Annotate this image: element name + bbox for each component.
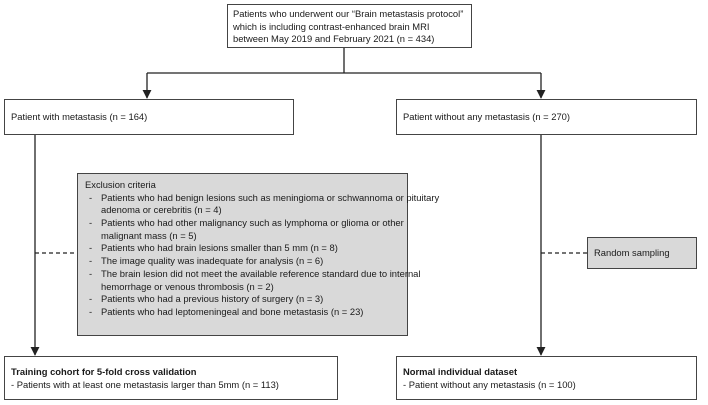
- exclusion-item-2-line-1: Patients who had other malignancy such a…: [101, 217, 404, 229]
- exclusion-item: - The image quality was inadequate for a…: [89, 255, 324, 267]
- with-metastasis-label: Patient with metastasis (n = 164): [11, 110, 148, 122]
- exclusion-item-4: The image quality was inadequate for ana…: [101, 255, 324, 267]
- exclusion-item-1-line-1: Patients who had benign lesions such as …: [101, 191, 440, 203]
- exclusion-item-7: Patients who had leptomeningeal and bone…: [101, 305, 364, 317]
- random-sampling-box: Random sampling: [587, 237, 697, 269]
- exclusion-item: - The brain lesion did not meet the avai…: [89, 267, 421, 292]
- exclusion-item-6: Patients who had a previous history of s…: [101, 293, 324, 305]
- training-cohort-title: Training cohort for 5-fold cross validat…: [11, 366, 197, 377]
- normal-dataset-title: Normal individual dataset: [403, 366, 518, 377]
- all-patients-line-3: between May 2019 and February 2021 (n = …: [233, 33, 435, 45]
- all-patients-line-1: Patients who underwent our “Brain metast…: [233, 8, 464, 19]
- without-metastasis-box: Patient without any metastasis (n = 270): [396, 99, 697, 135]
- exclusion-item: - Patients who had brain lesions smaller…: [89, 242, 338, 254]
- exclusion-item: - Patients who had benign lesions such a…: [89, 191, 440, 216]
- exclusion-item-5-line-2: hemorrhage or venous thrombosis (n = 2): [101, 280, 274, 292]
- exclusion-item-2-line-2: malignant mass (n = 5): [101, 229, 197, 241]
- without-metastasis-label: Patient without any metastasis (n = 270): [403, 110, 571, 122]
- training-cohort-detail: - Patients with at least one metastasis …: [11, 378, 279, 390]
- all-patients-box: Patients who underwent our “Brain metast…: [227, 4, 472, 48]
- all-patients-line-2: which is including contrast-enhanced bra…: [233, 20, 430, 32]
- exclusion-item-1-line-2: adenoma or cerebritis (n = 4): [101, 204, 222, 216]
- exclusion-item: - Patients who had a previous history of…: [89, 293, 324, 305]
- exclusion-item: - Patients who had leptomeningeal and bo…: [89, 305, 364, 317]
- normal-dataset-detail: - Patient without any metastasis (n = 10…: [403, 378, 576, 390]
- training-cohort-box: Training cohort for 5-fold cross validat…: [4, 356, 338, 400]
- with-metastasis-box: Patient with metastasis (n = 164): [4, 99, 294, 135]
- normal-dataset-box: Normal individual dataset - Patient with…: [396, 356, 697, 400]
- exclusion-item-3: Patients who had brain lesions smaller t…: [101, 242, 338, 254]
- exclusion-item: - Patients who had other malignancy such…: [89, 217, 404, 241]
- exclusion-item-5-line-1: The brain lesion did not meet the availa…: [101, 267, 421, 279]
- exclusion-title: Exclusion criteria: [85, 179, 156, 190]
- exclusion-criteria-box: Exclusion criteria - Patients who had be…: [77, 173, 440, 336]
- random-sampling-label: Random sampling: [594, 246, 670, 258]
